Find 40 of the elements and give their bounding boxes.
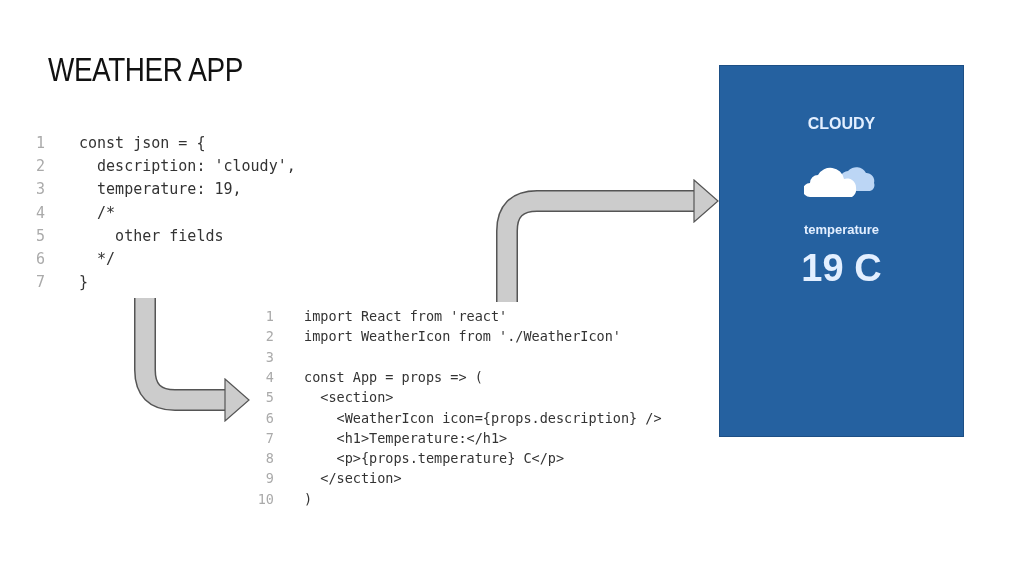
code-line: /* [96,202,116,224]
line-number: 9 [264,469,274,489]
code-line: const json = { [79,133,206,154]
line-number: 8 [264,449,274,469]
line-number: 4 [34,202,45,224]
code-line: } [79,272,89,294]
code-line: <section> [319,388,394,408]
bent-arrow [134,298,250,422]
line-number: 3 [34,179,45,201]
line-number: 6 [264,408,274,428]
code-line: temperature: 19, [96,179,242,201]
code-line: ) [304,489,313,509]
code-line: */ [96,249,116,270]
line-number: 10 [256,489,274,509]
line-number: 3 [264,347,274,367]
line-number: 2 [34,156,45,178]
line-number: 2 [264,327,274,347]
code-line: </section> [319,469,402,489]
line-number: 5 [264,388,274,408]
code-line: import WeatherIcon from './WeatherIcon' [304,327,621,347]
line-number: 7 [34,272,45,294]
line-number: 7 [264,428,274,448]
line-number: 1 [264,307,274,326]
temperature-value: 19 C [800,246,883,291]
line-number: 4 [264,367,274,387]
code-line: import React from 'react' [304,307,508,326]
app-preview-panel [719,65,964,437]
code-line: <p>{props.temperature} C</p> [335,449,565,469]
slide-title: WEATHER APP [48,50,243,89]
line-number: 1 [34,133,45,154]
line-number: 6 [34,249,45,270]
bent-arrow [496,179,719,302]
weather-condition: CLOUDY [806,114,877,134]
line-number: 5 [34,225,45,247]
temperature-label: temperature [802,222,881,238]
code-line: <h1>Temperature:</h1> [335,428,508,448]
code-line: const App = props => ( [304,367,483,387]
code-line: description: 'cloudy', [96,156,296,178]
code-line: other fields [114,225,224,247]
code-line: <WeatherIcon icon={props.description} /> [335,408,662,428]
